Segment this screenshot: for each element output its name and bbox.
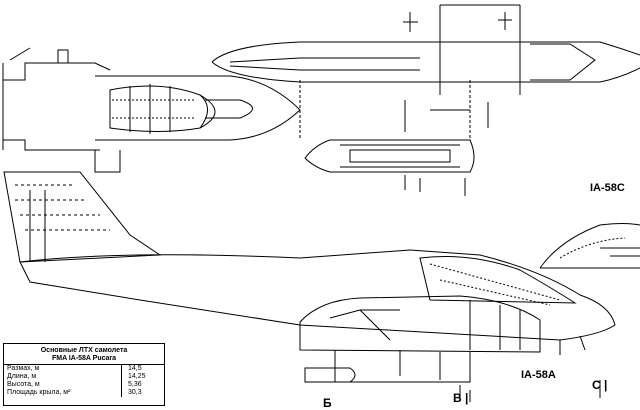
spec-name: Размах, м: [7, 365, 40, 372]
ia58c-plan-view: [211, 4, 640, 196]
spec-row: Размах, м 14,5: [4, 365, 164, 373]
spec-value: 14,25: [128, 373, 146, 380]
section-c-marker: C |: [592, 378, 608, 392]
spec-value: 5,36: [128, 381, 142, 388]
ia58a-side-view: [3, 171, 616, 402]
section-b-cyrillic-marker: Б: [323, 396, 332, 410]
ia58c-side-nose: [539, 223, 640, 269]
spec-value: 30,3: [128, 389, 142, 396]
spec-table: Основные ЛТХ самолета FMA IA-58A Pucara …: [3, 343, 165, 406]
spec-table-subtitle: FMA IA-58A Pucara: [4, 355, 164, 365]
spec-value: 14,5: [128, 365, 142, 372]
spec-row: Высота, м 5,36: [4, 381, 164, 389]
spec-row: Площадь крыла, м² 30,3: [4, 389, 164, 397]
ia58c-label: IA-58C: [590, 182, 625, 194]
spec-table-title: Основные ЛТХ самолета: [40, 347, 128, 354]
spec-name: Площадь крыла, м²: [7, 389, 71, 396]
spec-row: Длина, м 14,25: [4, 373, 164, 381]
nose-plan-view: [2, 47, 301, 173]
spec-name: Длина, м: [7, 373, 37, 380]
spec-name: Высота, м: [7, 381, 40, 388]
ia58a-label: IA-58A: [521, 369, 556, 381]
section-b-marker: B |: [453, 391, 469, 405]
